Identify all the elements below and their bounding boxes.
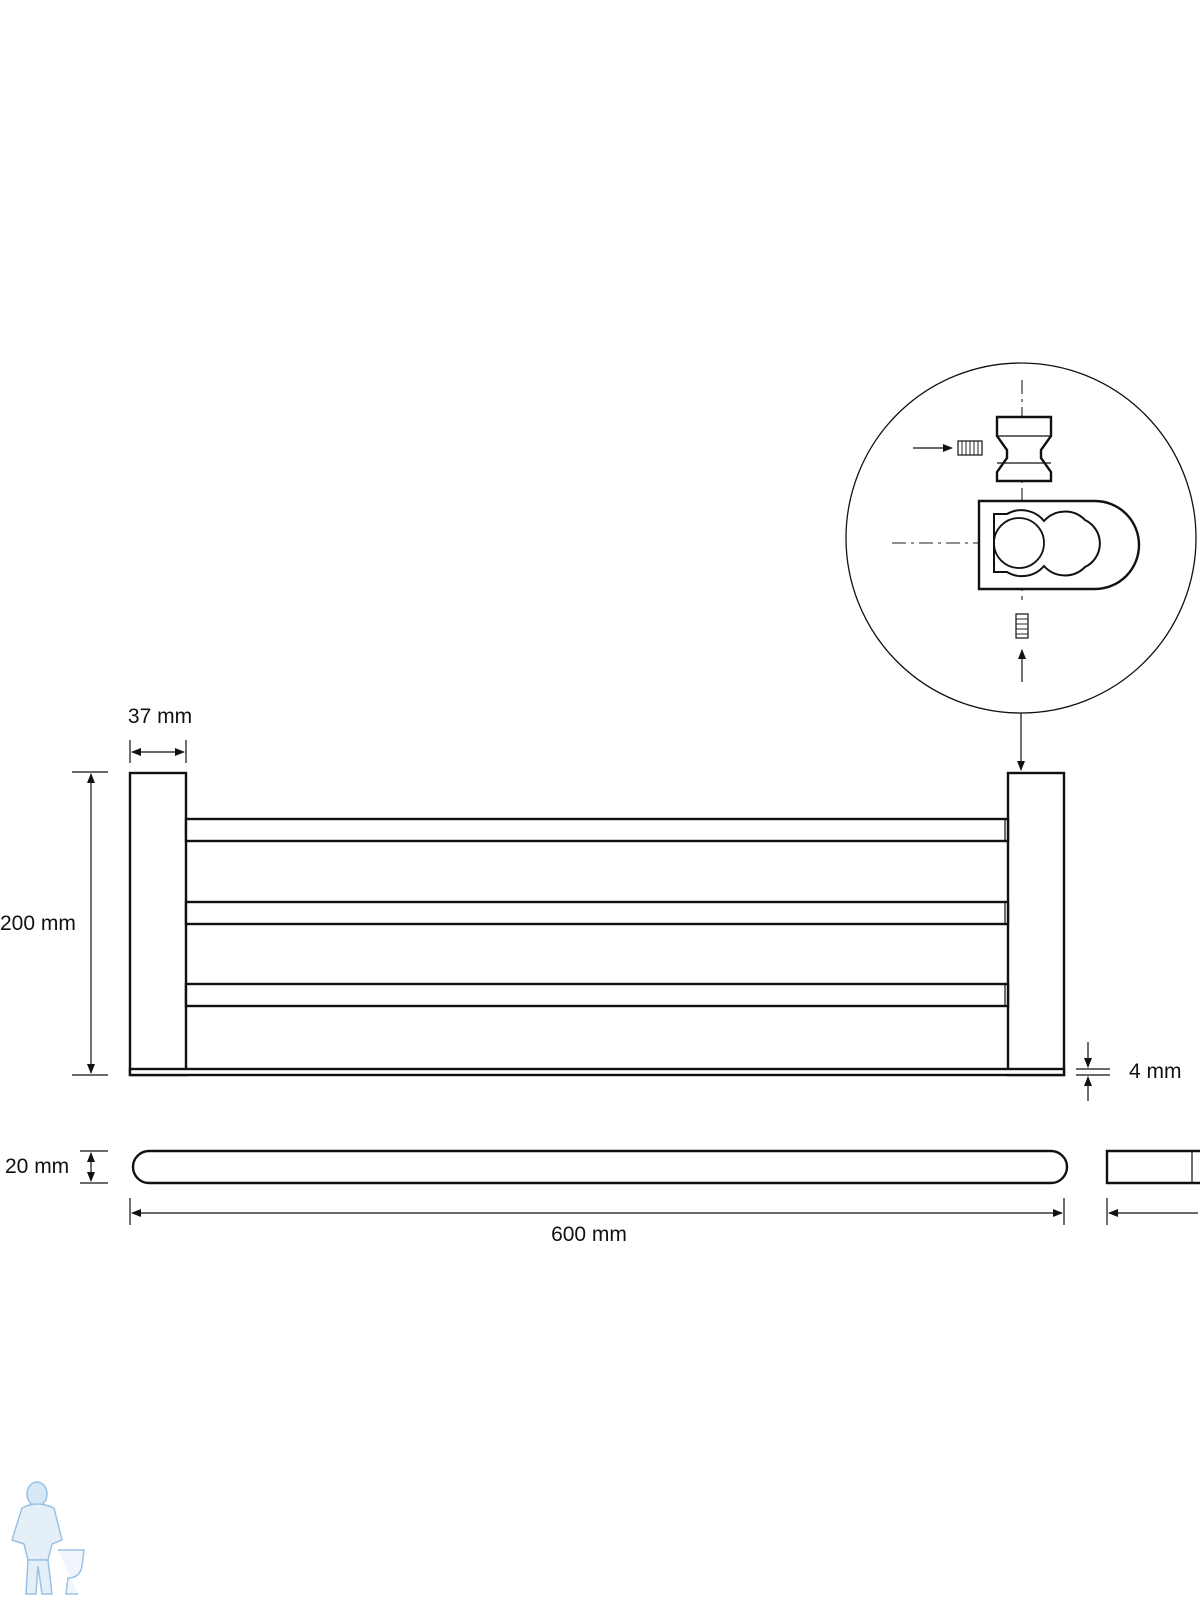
- left-post: [128, 771, 188, 1077]
- mounting-plate: [977, 499, 1141, 591]
- dimension-length: 600 mm: [129, 1198, 1065, 1246]
- length-label: 600 mm: [551, 1223, 627, 1246]
- bottom-screw-icon: [1015, 613, 1029, 639]
- right-post: [1006, 771, 1066, 1077]
- base-plate: [128, 1067, 1066, 1077]
- height-label: 200 mm: [0, 912, 76, 935]
- dimension-depth: 20 mm: [5, 1150, 108, 1184]
- dimension-height: 200 mm: [0, 771, 108, 1076]
- post-width-label: 37 mm: [128, 705, 192, 728]
- bar-2: [184, 900, 1010, 926]
- bar-3: [184, 982, 1010, 1008]
- connector-piece: [995, 415, 1053, 483]
- front-view: [128, 771, 1066, 1077]
- side-view: [1105, 1149, 1200, 1225]
- detail-callout: [845, 362, 1197, 771]
- depth-label: 20 mm: [5, 1155, 69, 1178]
- set-screw-icon: [957, 440, 983, 456]
- top-view: [131, 1149, 1069, 1185]
- dimension-plate-thickness: 4 mm: [1076, 1042, 1182, 1101]
- plumber-toilet-mascot-icon: [11, 1481, 85, 1595]
- plate-thickness-label: 4 mm: [1129, 1060, 1182, 1083]
- bar-1: [184, 817, 1010, 843]
- top-view-shelf: [131, 1149, 1069, 1185]
- dimension-post-width: 37 mm: [128, 705, 192, 763]
